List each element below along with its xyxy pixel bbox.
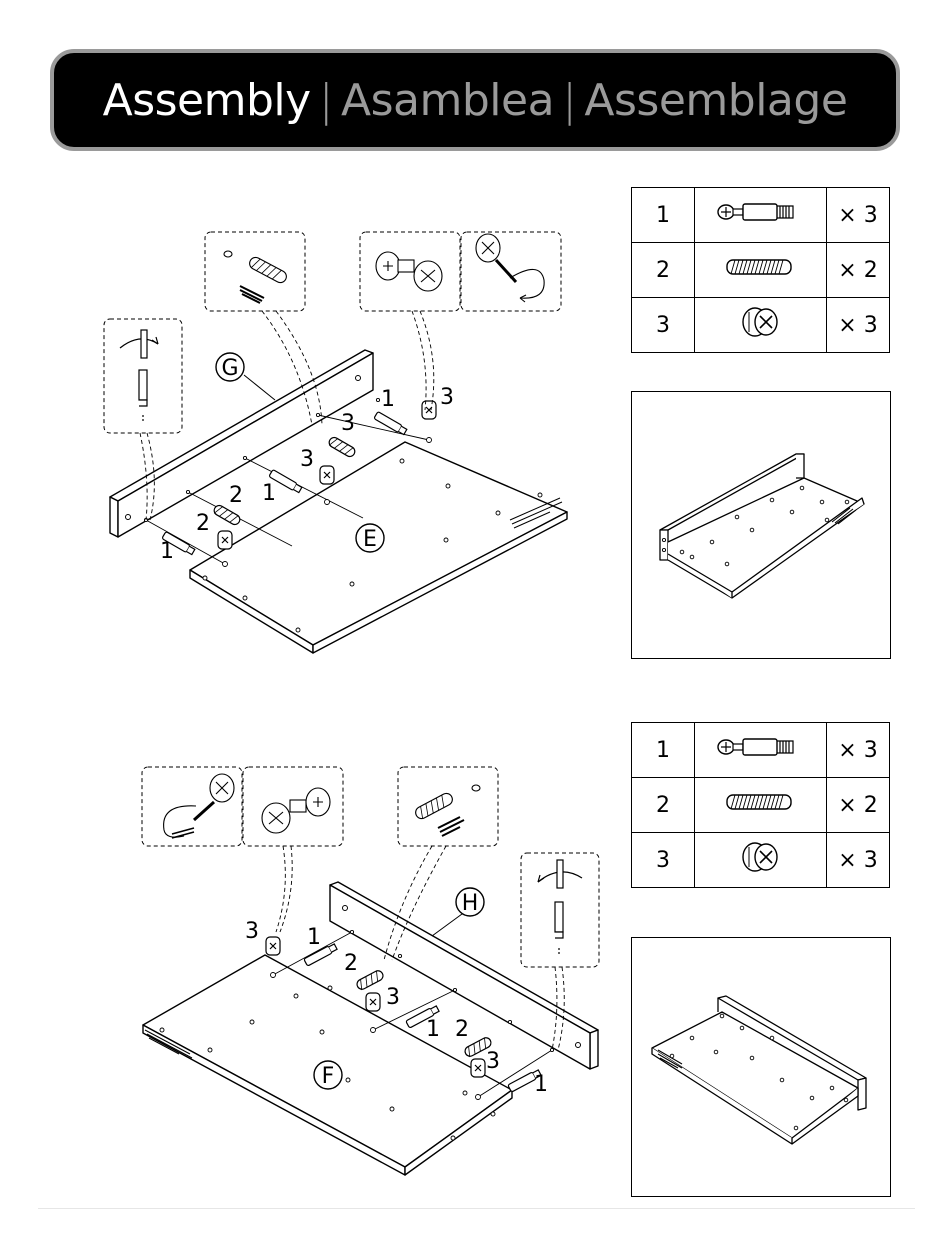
wooden-dowel-icon [695, 243, 827, 298]
step2-preview-drawing [632, 938, 892, 1198]
callout: 3 [486, 1049, 500, 1074]
cam-bolt-icon [695, 188, 827, 243]
part-number: 3 [632, 298, 695, 353]
part-quantity: × 3 [827, 188, 890, 243]
title-separator: | [319, 75, 333, 126]
step2-parts-table: 1 × 3 2 × 2 3 [631, 722, 890, 888]
dowel-detail-box [205, 232, 305, 311]
wooden-dowel-icon [695, 778, 827, 833]
label-f: F [322, 1064, 335, 1089]
part-number: 3 [632, 833, 695, 888]
step2-preview-box [631, 937, 891, 1197]
step1-preview-drawing [632, 392, 892, 660]
step1-parts-table: 1 × 3 2 × 2 3 [631, 187, 890, 353]
part-number: 2 [632, 243, 695, 298]
callout: 1 [262, 481, 276, 506]
parts-row: 1 × 3 [632, 723, 890, 778]
parts-row: 3 × 3 [632, 833, 890, 888]
parts-row: 3 × 3 [632, 298, 890, 353]
label-e: E [363, 527, 377, 552]
part-quantity: × 2 [827, 243, 890, 298]
callout: 2 [455, 1017, 469, 1042]
parts-row: 2 × 2 [632, 778, 890, 833]
callout: 1 [534, 1072, 548, 1097]
part-quantity: × 2 [827, 778, 890, 833]
footer-divider [38, 1208, 915, 1209]
part-number: 2 [632, 778, 695, 833]
callout: 1 [160, 539, 174, 564]
cam-bolt-icon [695, 723, 827, 778]
parts-row: 2 × 2 [632, 243, 890, 298]
title-spanish: Asamblea [341, 75, 554, 126]
title-banner: Assembly|Asamblea|Assemblage [50, 49, 900, 151]
part-quantity: × 3 [827, 298, 890, 353]
title-french: Assemblage [584, 75, 847, 126]
callout: 2 [229, 483, 243, 508]
title-separator: | [562, 75, 576, 126]
part-number: 1 [632, 723, 695, 778]
callout: 2 [196, 511, 210, 536]
part-quantity: × 3 [827, 723, 890, 778]
title-text: Assembly|Asamblea|Assemblage [103, 75, 848, 126]
step1-detail-callouts [0, 220, 600, 480]
cam-lock-icon [695, 833, 827, 888]
step1-preview-box [631, 391, 891, 659]
step2-detail-callouts [0, 760, 620, 1000]
cam-lock-icon [695, 298, 827, 353]
part-quantity: × 3 [827, 833, 890, 888]
parts-row: 1 × 3 [632, 188, 890, 243]
dowel-detail-box [398, 767, 498, 846]
callout: 1 [426, 1017, 440, 1042]
part-number: 1 [632, 188, 695, 243]
title-english: Assembly [103, 75, 311, 126]
